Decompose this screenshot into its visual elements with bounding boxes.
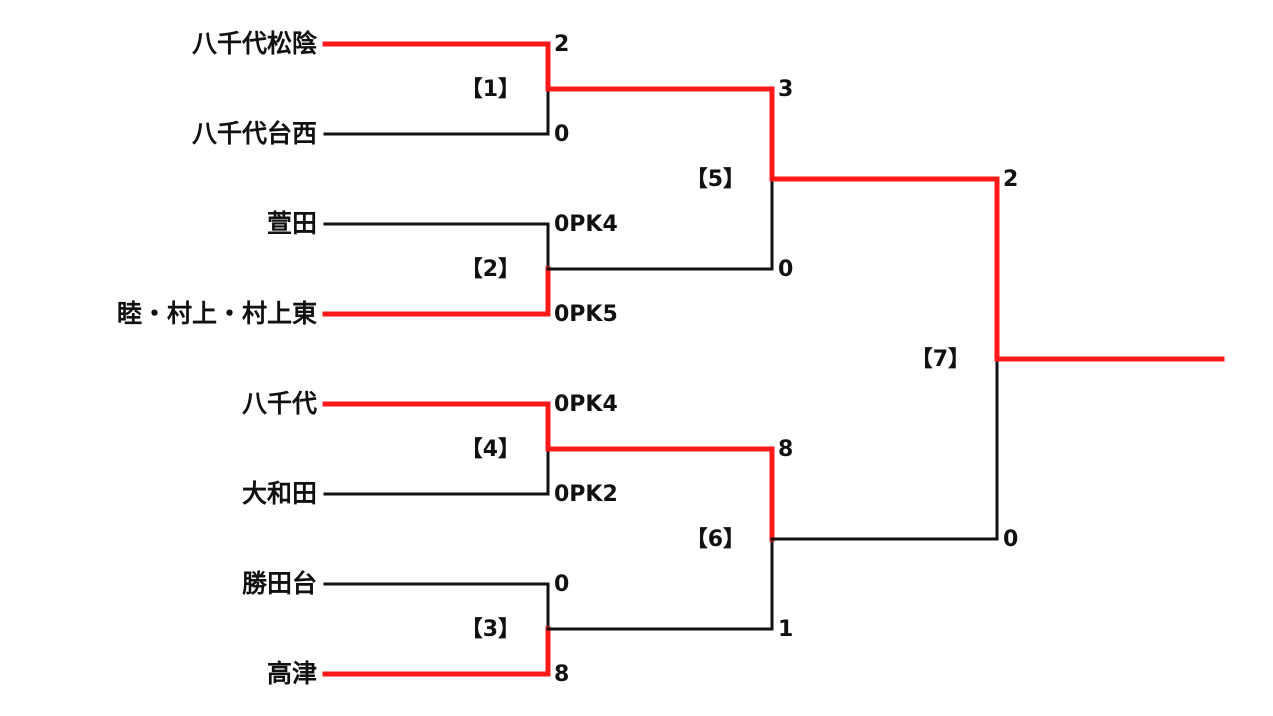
match-number: 【5】 <box>685 167 745 192</box>
match-score: 0PK2 <box>554 482 618 507</box>
match-number: 【4】 <box>460 437 520 462</box>
team-name: 八千代台西 <box>191 119 317 148</box>
match-score: 0 <box>1003 527 1019 552</box>
team-name: 高津 <box>266 659 317 688</box>
match-number: 【1】 <box>460 77 520 102</box>
team-name: 八千代松陰 <box>191 29 317 58</box>
match-number: 【2】 <box>460 257 520 282</box>
match-score: 2 <box>554 32 570 57</box>
match-score: 0 <box>554 572 570 597</box>
match-number: 【3】 <box>460 617 520 642</box>
match-score: 0PK4 <box>554 212 618 237</box>
team-name: 睦・村上・村上東 <box>116 299 317 328</box>
match-number: 【6】 <box>685 527 745 552</box>
match-score: 8 <box>778 437 794 462</box>
match-score: 2 <box>1003 167 1019 192</box>
team-name: 八千代 <box>241 389 317 418</box>
match-score: 0PK5 <box>554 302 618 327</box>
match-score: 3 <box>778 77 794 102</box>
match-score: 0 <box>554 122 570 147</box>
match-score: 0PK4 <box>554 392 618 417</box>
match-number: 【7】 <box>910 347 970 372</box>
match-score: 0 <box>778 257 794 282</box>
match-score: 8 <box>554 662 570 687</box>
match-score: 1 <box>778 617 794 642</box>
team-name: 勝田台 <box>241 569 317 598</box>
team-name: 萱田 <box>266 209 317 238</box>
team-name: 大和田 <box>241 479 317 508</box>
